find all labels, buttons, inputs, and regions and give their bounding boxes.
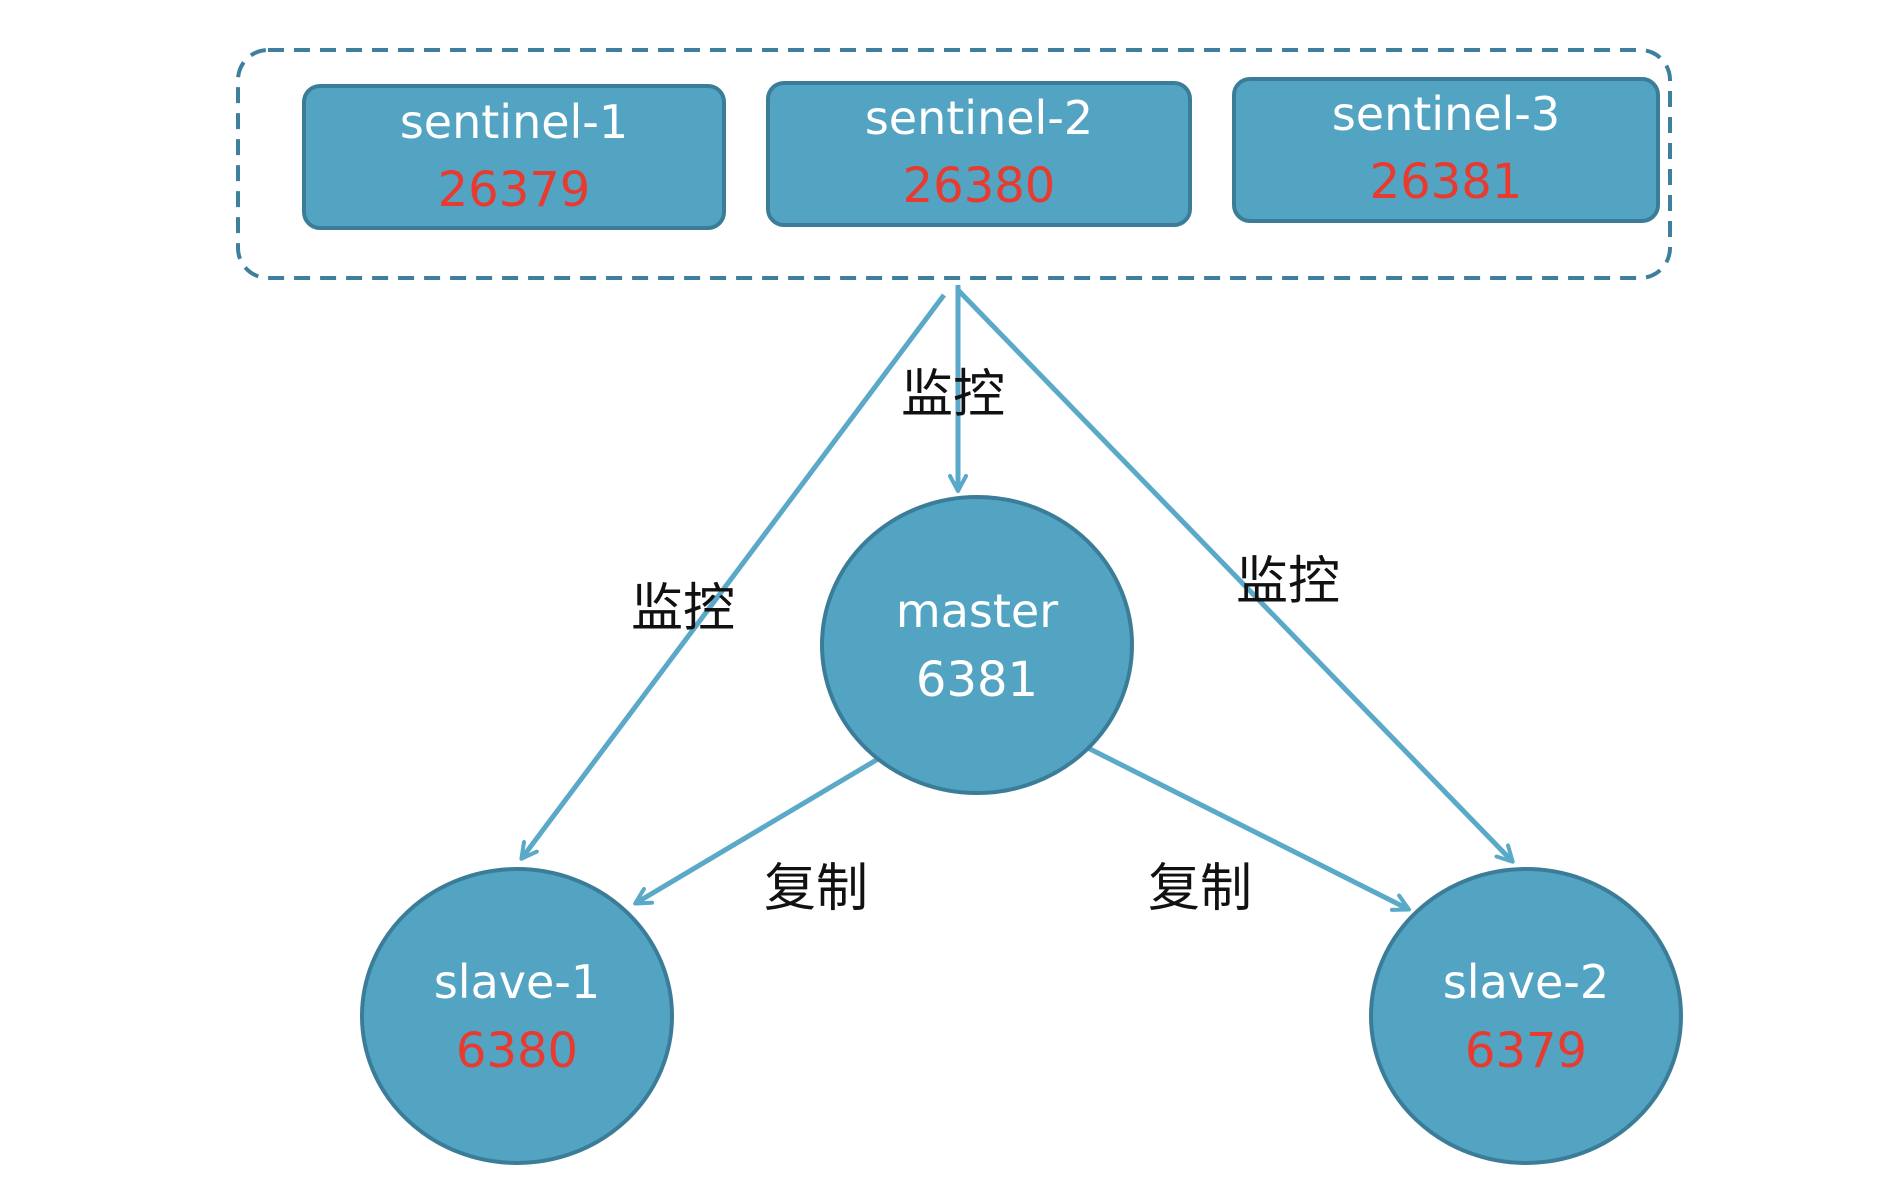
sentinel-port: 26381 [1370, 154, 1523, 210]
master-port: 6381 [916, 652, 1038, 708]
replicate-arrow-slave-2 [1086, 745, 1411, 912]
slave-name: slave-2 [1443, 955, 1609, 1009]
slave-port: 6379 [1465, 1023, 1587, 1079]
replicate-arrow-slave-1 [633, 756, 880, 906]
monitor-label-slave-1: 监控 [631, 579, 735, 639]
monitor-label-slave-2: 监控 [1236, 552, 1340, 612]
master-name: master [896, 584, 1058, 638]
sentinel-name: sentinel-3 [1332, 87, 1560, 141]
sentinel-group [236, 48, 1672, 280]
sentinel-name: sentinel-2 [865, 91, 1093, 145]
sentinel-node-3: sentinel-3 26381 [1232, 77, 1660, 223]
slave-node-1: slave-1 6380 [360, 867, 674, 1165]
slave-node-2: slave-2 6379 [1369, 867, 1683, 1165]
replicate-label-slave-2: 复制 [1148, 859, 1252, 919]
monitor-arrow-slave-2 [956, 288, 1515, 864]
slave-name: slave-1 [434, 955, 600, 1009]
sentinel-node-1: sentinel-1 26379 [302, 84, 726, 230]
monitor-label-master: 监控 [901, 365, 1005, 425]
monitor-arrow-slave-1 [519, 293, 947, 861]
replicate-label-slave-1: 复制 [764, 859, 868, 919]
master-node: master 6381 [820, 495, 1134, 795]
sentinel-port: 26380 [903, 158, 1056, 214]
sentinel-name: sentinel-1 [400, 95, 628, 149]
sentinel-port: 26379 [438, 162, 591, 218]
sentinel-node-2: sentinel-2 26380 [766, 81, 1192, 227]
slave-port: 6380 [456, 1023, 578, 1079]
